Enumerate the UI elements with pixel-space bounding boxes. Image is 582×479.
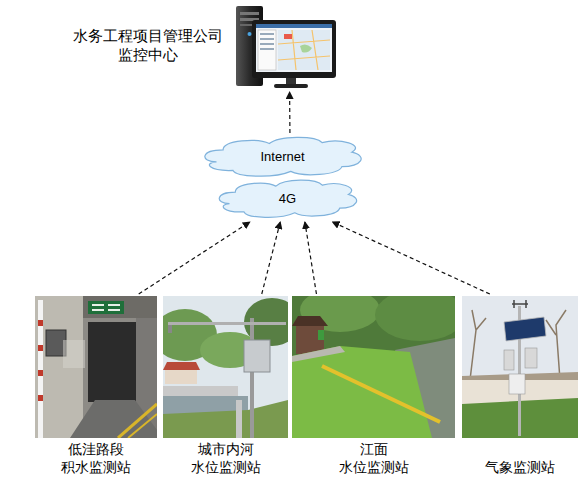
dashed-arrow [305,222,317,294]
station-node: 江面 水位监测站 [292,294,455,476]
station-node: 城市内河 水位监测站 [163,294,288,476]
station-label: 江面 水位监测站 [331,440,417,476]
dashed-arrow [332,222,489,294]
internet-cloud: Internet [200,133,365,181]
station-label: 城市内河 水位监测站 [183,440,269,476]
river-station-photo [163,296,288,438]
station-label: 低洼路段 积水监测站 [53,440,139,476]
riverbank-photo [292,296,455,438]
cloud-label: 4G [279,191,296,207]
center-label: 水务工程项目管理公司 监控中心 [68,26,228,64]
cloud-label: Internet [260,149,304,165]
4g-cloud: 4G [215,176,360,222]
dashed-arrow [262,222,281,294]
dashed-arrow [289,92,291,133]
computer-icon [236,6,336,88]
station-node: 低洼路段 积水监测站 [35,294,157,476]
weather-station-photo [462,296,578,438]
dashed-arrow [139,222,250,294]
station-label: 气象监测站 [477,458,563,476]
monitoring-center: 水务工程项目管理公司 监控中心 [60,0,340,92]
station-node: 气象监测站 [462,294,578,476]
underpass-photo [35,296,157,438]
